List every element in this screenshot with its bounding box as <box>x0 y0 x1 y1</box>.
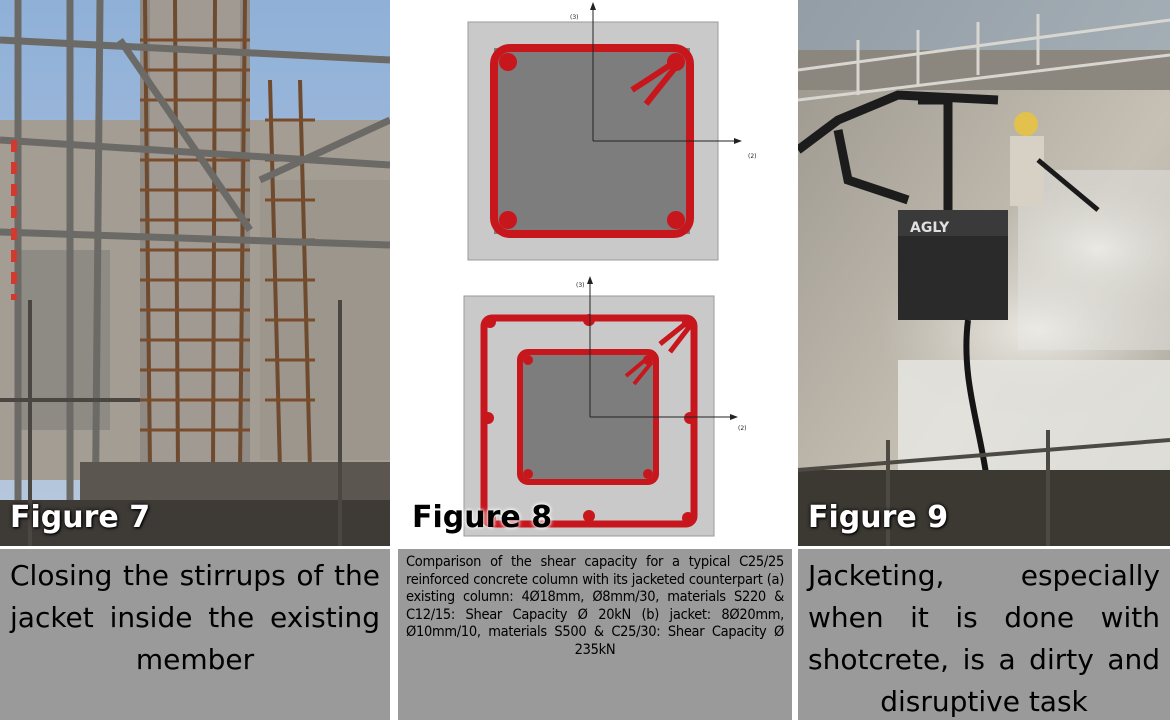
figure-8-label: Figure 8 <box>412 500 553 535</box>
figure-9-panel: AGLY Figure 9 Jacketing, especially when… <box>798 0 1170 720</box>
axis-2-label: (2) <box>748 153 757 160</box>
figure-9-caption: Jacketing, especially when it is done wi… <box>798 549 1170 720</box>
axis-2-label-b: (2) <box>738 425 747 432</box>
lift-brand-text: AGLY <box>910 220 950 236</box>
figure-9-photo: AGLY <box>798 0 1170 546</box>
figure-7-label: Figure 7 <box>10 500 151 535</box>
figure-8-panel: (3) (2) <box>398 0 792 720</box>
column-section-diagrams: (3) (2) <box>463 2 757 537</box>
figure-9-label: Figure 9 <box>808 500 949 535</box>
jacketed-column-section <box>463 276 738 537</box>
figure-7-caption: Closing the stirrups of the jacket insid… <box>0 549 390 720</box>
figure-7-photo <box>0 0 390 546</box>
figure-8-diagram-area: (3) (2) <box>398 0 792 546</box>
figure-7-panel: Figure 7 Closing the stirrups of the jac… <box>0 0 390 720</box>
axis-3-label-b: (3) <box>576 282 585 289</box>
axis-3-label: (3) <box>570 14 579 21</box>
existing-column-section <box>467 2 742 261</box>
scaffolding-column-photo <box>0 0 390 546</box>
figure-8-caption: Comparison of the shear capacity for a t… <box>398 549 792 720</box>
shotcrete-spraying-photo: AGLY <box>798 0 1170 546</box>
